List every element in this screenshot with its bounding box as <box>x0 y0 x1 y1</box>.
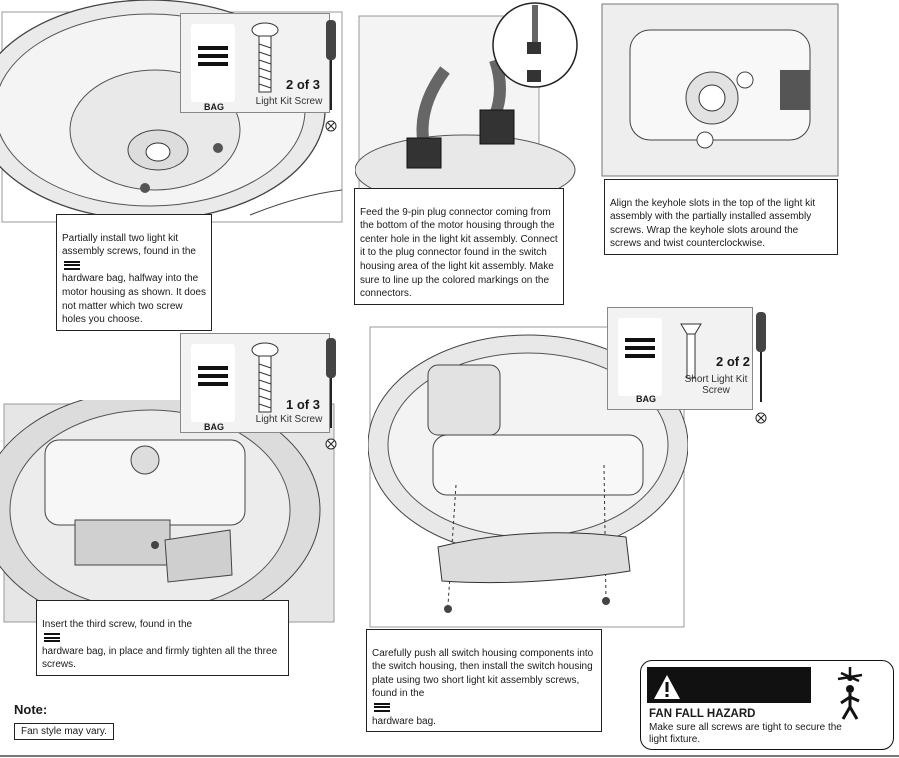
step3-caption: Align the keyhole slots in the top of th… <box>604 179 838 255</box>
step4-illustration <box>0 400 335 625</box>
warning-header: WARNING <box>647 667 811 736</box>
bag-kind: Short Light Kit Screw <box>684 374 748 396</box>
step2-caption: Feed the 9-pin plug connector coming fro… <box>354 188 564 305</box>
step5-caption: Carefully push all switch housing compon… <box>366 629 602 733</box>
step3-illustration <box>601 3 839 177</box>
bag-box-3: BAG 2 of 2 Short Light Kit Screw <box>607 307 753 410</box>
warning-triangle-icon <box>654 675 680 700</box>
screw-icon <box>251 22 279 93</box>
bag-label: BAG <box>204 422 224 432</box>
bag-box-1: BAG 2 of 3 Light Kit Screw <box>180 13 330 113</box>
note-title: Note: <box>14 702 48 717</box>
bag-label: BAG <box>636 394 656 404</box>
bag-kind: Light Kit Screw <box>255 96 323 107</box>
step1-caption: Partially install two light kit assembly… <box>56 214 212 331</box>
bag-box-2: BAG 1 of 3 Light Kit Screw <box>180 333 330 433</box>
screw-icon <box>251 342 279 413</box>
screwdriver-icon <box>325 338 337 450</box>
warning-title: WARNING <box>647 706 773 736</box>
screwdriver-icon <box>755 312 767 424</box>
step4-caption: Insert the third screw, found in the har… <box>36 600 289 676</box>
bag-count: 2 of 3 <box>286 77 320 92</box>
bag-count: 2 of 2 <box>716 354 750 369</box>
falling-fan-icon <box>837 667 863 720</box>
step5-illustration <box>368 326 688 628</box>
warning-subtitle: FAN FALL HAZARD <box>649 708 756 720</box>
bottom-divider <box>0 755 899 757</box>
screwdriver-icon <box>325 20 337 132</box>
short-screw-icon <box>680 323 702 379</box>
bag-label: BAG <box>204 102 224 112</box>
bag-icon <box>64 259 80 271</box>
bag-icon <box>374 701 390 713</box>
warning-text: Make sure all screws are tight to secure… <box>649 722 842 745</box>
bag-icon <box>44 632 60 644</box>
step2-illustration <box>355 2 578 200</box>
warning-box: WARNING FAN FALL HAZARD Make sure all sc… <box>640 660 894 750</box>
note-text: Fan style may vary. <box>14 723 114 740</box>
bag-kind: Light Kit Screw <box>255 414 323 425</box>
bag-count: 1 of 3 <box>286 397 320 412</box>
